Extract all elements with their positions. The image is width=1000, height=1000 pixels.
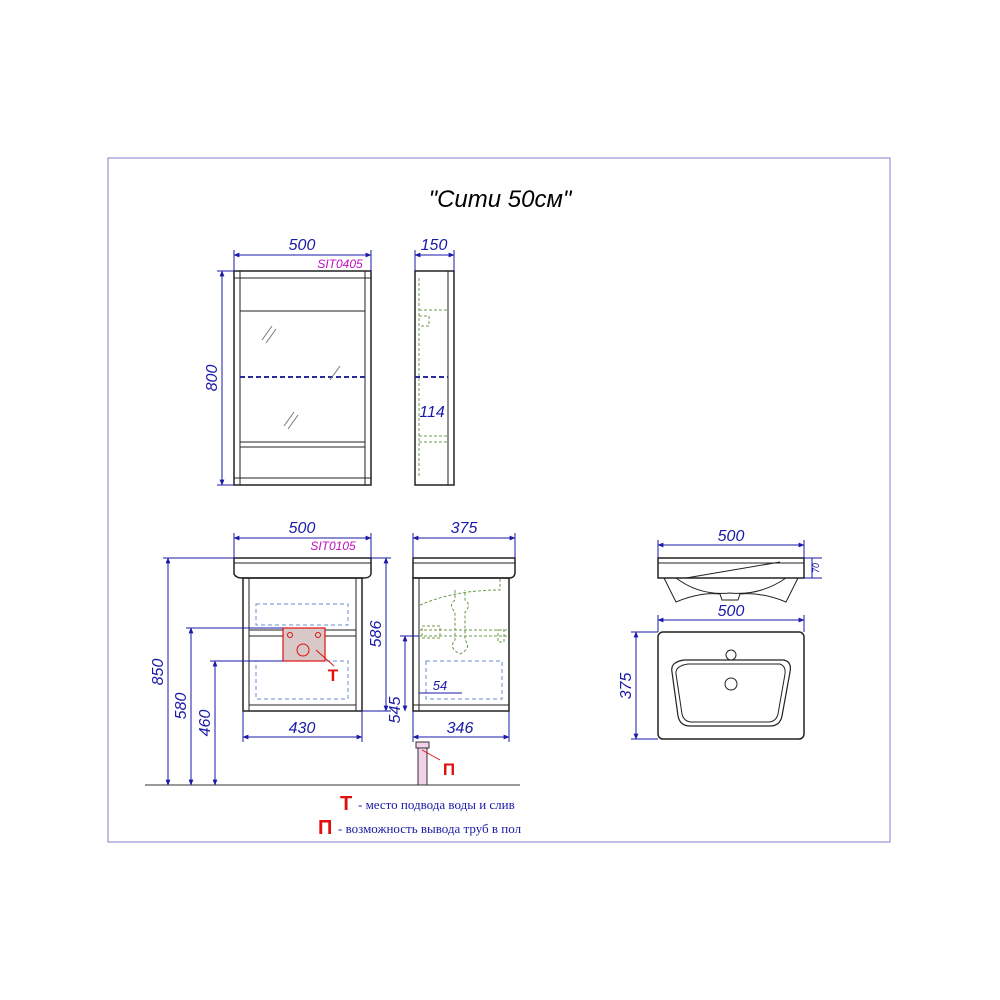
vanity-total-height-label: 850 [150, 659, 167, 686]
vanity-586-label: 586 [368, 621, 385, 648]
vanity-545-label: 545 [387, 697, 404, 724]
basin-top-width-label: 500 [718, 603, 745, 620]
mirror-cabinet-side [414, 270, 455, 486]
basin-side-width-label: 500 [718, 528, 745, 545]
legend-t-text: - место подвода воды и слив [358, 797, 515, 812]
basin-top-depth-label: 375 [618, 673, 635, 700]
mirror-cabinet-front [233, 270, 372, 486]
mirror-code-label: SIT0405 [317, 257, 363, 271]
basin-side-height-label: 70 [811, 563, 821, 573]
vanity-front [233, 557, 372, 712]
vanity-580-label: 580 [173, 693, 190, 720]
vanity-inner-width-label: 430 [289, 720, 316, 737]
legend-p-text: - возможность вывода труб в пол [338, 821, 522, 836]
vanity-width-label: 500 [289, 520, 316, 537]
floor-pipe-p-marker: П [443, 760, 455, 779]
mirror-depth-label: 150 [421, 237, 448, 254]
legend-p-symbol: П [318, 817, 332, 839]
basin-top-view [657, 631, 805, 740]
legend: Т - место подвода воды и слив П - возмож… [318, 793, 522, 839]
vanity-code-label: SIT0105 [310, 539, 356, 553]
vanity-offset-label: 54 [433, 678, 447, 693]
vanity-depth-label: 375 [451, 520, 478, 537]
mirror-height-label: 800 [204, 365, 221, 392]
vanity-t-marker: Т [328, 666, 339, 685]
mirror-shelf-depth-label: 114 [419, 404, 445, 421]
vanity-inner-depth-label: 346 [447, 720, 474, 737]
vanity-460-label: 460 [197, 710, 214, 737]
floor-pipe [415, 741, 441, 786]
mirror-width-label: 500 [289, 237, 316, 254]
legend-t-symbol: Т [340, 793, 352, 815]
drawing-frame [107, 157, 891, 843]
vanity-side [412, 557, 516, 712]
basin-side-view [657, 557, 805, 603]
drawing-title: "Сити 50см" [429, 186, 573, 213]
